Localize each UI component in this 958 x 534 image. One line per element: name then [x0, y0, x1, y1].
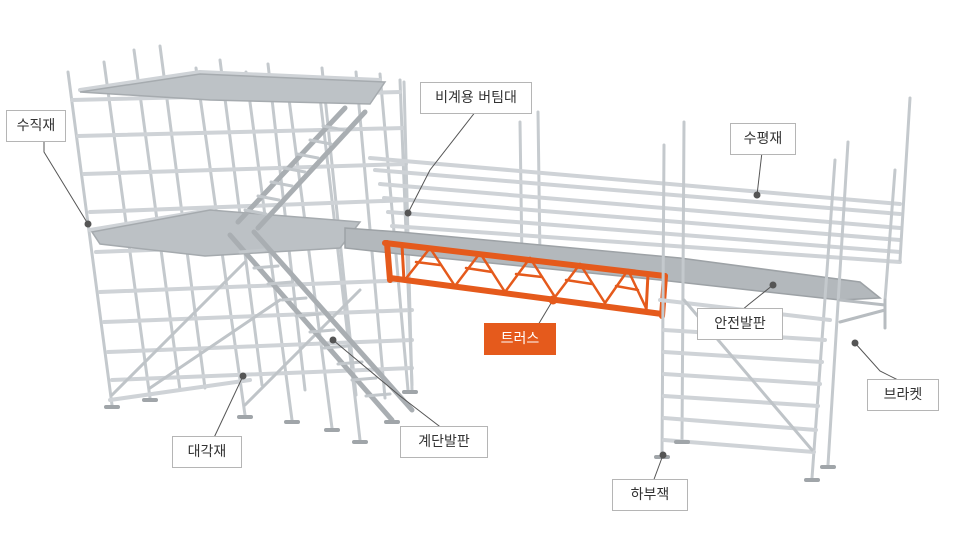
left-tower-diagonals [110, 260, 362, 407]
label-vertical: 수직재 [6, 110, 66, 142]
truss-leader-dot [548, 295, 558, 305]
label-base-jack: 하부잭 [612, 479, 688, 511]
label-diagonal: 대각재 [172, 436, 242, 468]
bridge-deck [344, 227, 883, 301]
stair-treads [238, 124, 392, 398]
base-jacks [104, 390, 836, 482]
bridge-rails [368, 156, 902, 264]
label-stair-deck: 계단발판 [400, 426, 488, 458]
stair-stringers [227, 105, 415, 423]
label-horizontal: 수평재 [730, 123, 796, 155]
bracket [838, 298, 887, 330]
label-emergency-stair-support: 비계용 버팀대 [420, 82, 532, 114]
label-bracket: 브라켓 [867, 379, 939, 411]
top-deck [79, 73, 387, 105]
label-truss: 트러스 [484, 323, 556, 355]
leader-dots [84, 191, 859, 459]
truss [382, 240, 668, 319]
leader-lines [43, 110, 901, 483]
label-safety-deck: 안전발판 [697, 308, 783, 340]
middle-deck [90, 209, 362, 257]
